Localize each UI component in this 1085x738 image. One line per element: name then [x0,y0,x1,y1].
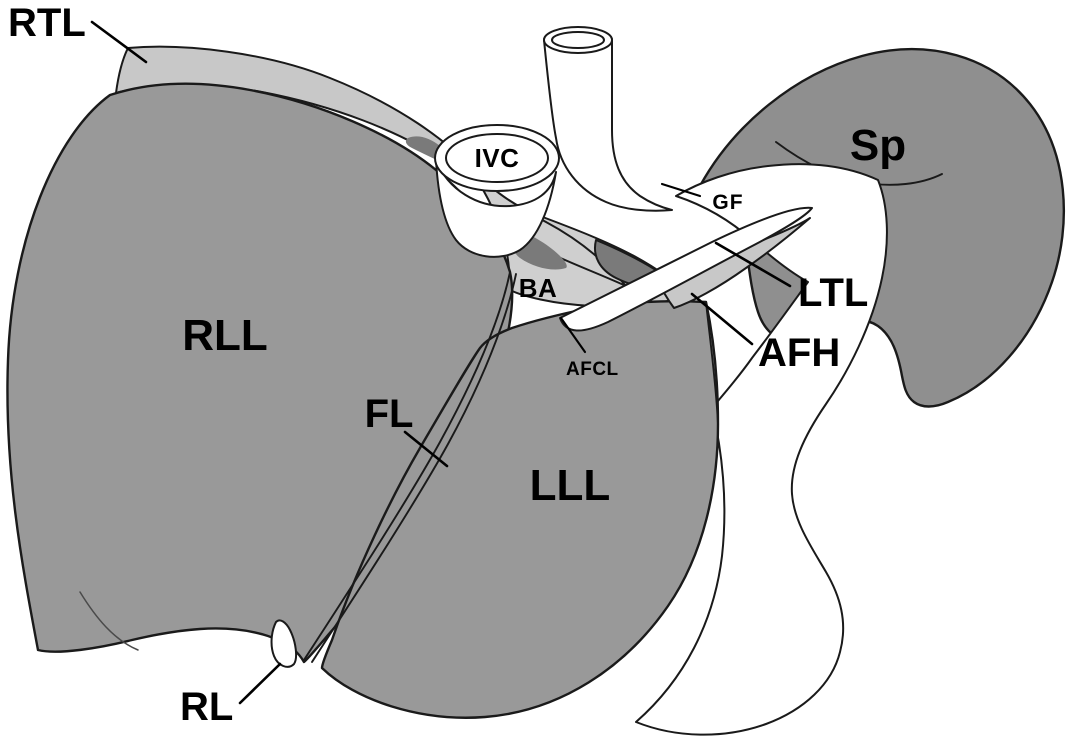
leader-line-rl [238,662,282,705]
ivc-cup [435,159,557,258]
esophagus-group [543,26,673,212]
falciform-groove-inner [311,273,517,663]
label-afcl: AFCL [566,359,619,380]
label-rtl: RTL [8,1,86,45]
label-rll: RLL [182,311,268,360]
leader-lines-layer [90,20,792,705]
stomach-group [635,163,888,736]
leader-line-gf [660,182,702,198]
esophagus-rim-inner [551,31,605,49]
left-liver-lobe-shape [320,300,720,719]
left-liver-lobe-group [320,300,720,719]
label-afh: AFH [758,331,840,375]
round-ligament-group [270,619,298,668]
label-sp: Sp [850,121,906,170]
leader-line-afh [690,292,754,346]
label-ba: BA [519,273,558,303]
leader-line-afcl [559,316,587,354]
label-lll: LLL [530,461,611,510]
leader-line-fl [403,430,449,468]
leader-line-rtl [90,20,148,64]
stomach-shape [635,163,888,736]
lll-medial-edge [705,301,719,425]
label-ivc: IVC [475,143,520,173]
ivc-opening-inner [445,133,549,183]
label-fl: FL [365,392,414,436]
rll-inferior-fissure [79,591,139,651]
falciform-ligament-group [303,271,517,663]
leader-line-ltl [714,241,792,288]
label-gf: GF [712,191,743,214]
left-triangular-ligament-band [559,206,813,332]
falciform-groove-outer [303,271,511,661]
round-ligament-notch [270,619,298,668]
ltl-group [559,206,813,332]
label-ltl: LTL [798,271,868,315]
label-rl: RL [180,685,233,729]
ivc-group [434,124,560,258]
